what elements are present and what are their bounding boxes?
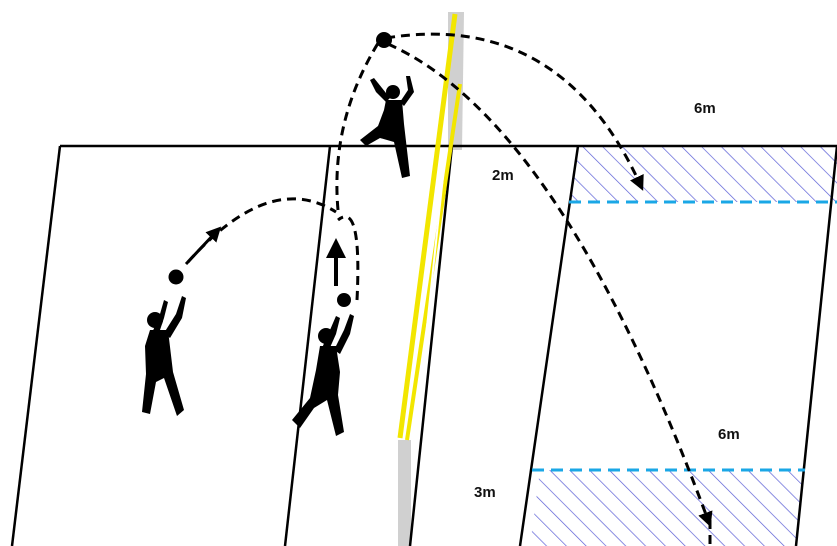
label-right-6m: 6m (718, 426, 740, 443)
antenna-line-1 (397, 13, 458, 439)
ball-icon (376, 32, 392, 48)
ball-icon (168, 269, 184, 285)
hatched-zone-front (569, 146, 837, 202)
label-2m: 2m (492, 167, 514, 184)
ball-icon (337, 293, 351, 307)
trajectory-set (337, 215, 360, 301)
trajectory-pass-arrow (184, 226, 222, 266)
attack-line-left (283, 145, 332, 546)
attack-line-right (518, 145, 580, 546)
player-silhouette-icon (360, 76, 414, 178)
player-silhouette-icon (292, 314, 354, 436)
player-silhouette-icon (142, 296, 186, 416)
trajectory-pass (186, 197, 337, 263)
trajectory-rise (335, 39, 382, 211)
court-left-sideline (10, 145, 62, 546)
hatched-zone-back (530, 470, 805, 546)
antenna-line-3 (414, 147, 447, 441)
label-3m: 3m (474, 484, 496, 501)
net-post-base (398, 440, 411, 546)
trajectory-short-attack (385, 32, 644, 191)
trajectory-deep-attack (387, 42, 713, 528)
label-top-6m: 6m (694, 100, 716, 117)
center-line (408, 145, 454, 546)
court-right-sideline (794, 145, 837, 546)
